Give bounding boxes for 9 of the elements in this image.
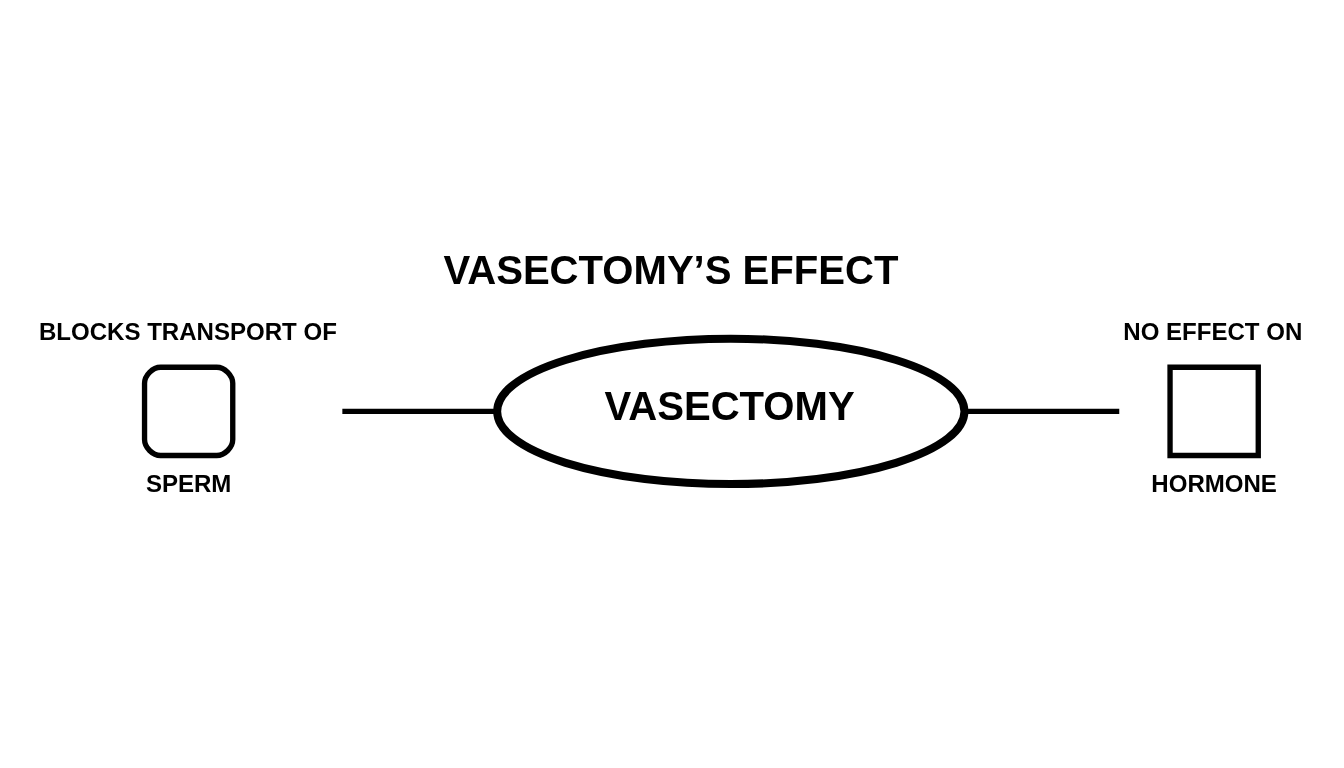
node-box-text (141, 364, 236, 459)
node-label: NO EFFECT ON (1123, 317, 1303, 345)
node-label: HORMONE (1151, 470, 1277, 498)
node-label: SPERM (145, 470, 232, 498)
connector (964, 408, 1120, 415)
node-ellipse: VASECTOMY (493, 334, 969, 489)
diagram-title: VASECTOMY’S EFFECT (443, 248, 899, 293)
node-label: BLOCKS TRANSPORT OF (38, 317, 337, 345)
node-box-text (1167, 364, 1261, 459)
